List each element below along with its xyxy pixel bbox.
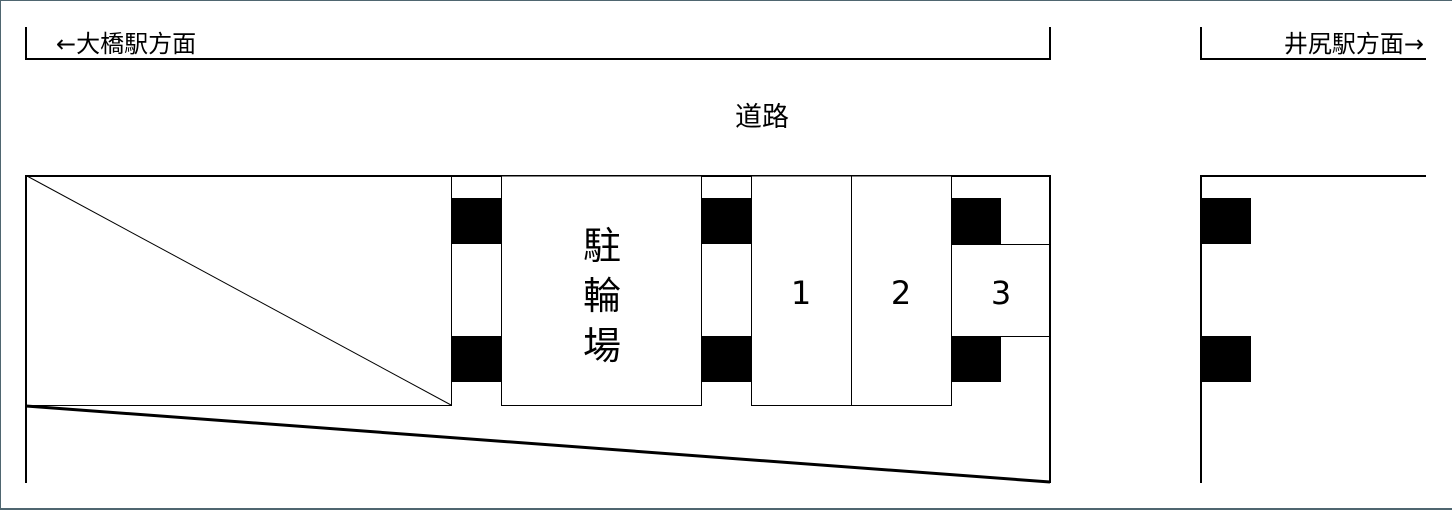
triangle-area [26,175,452,406]
lot-2-label: 2 [890,274,912,312]
direction-label-ijiri: 井尻駅方面→ [1283,30,1424,58]
lot-1-label: 1 [790,274,812,312]
bicycle-parking-label: 駐輪場 [582,224,621,368]
right-lot-outline [1200,175,1426,483]
lot-1-outline [751,175,852,406]
direction-label-ohashi: ←大橋駅方面 [56,30,197,58]
lot-3-label: 3 [990,274,1012,312]
bicycle-parking-building [501,175,702,406]
lot-2-outline [851,175,952,406]
black-blocks [452,198,1251,382]
direction-bracket-left [25,27,1051,60]
road-label: 道路 [735,102,789,133]
direction-bracket-right [1200,27,1426,60]
